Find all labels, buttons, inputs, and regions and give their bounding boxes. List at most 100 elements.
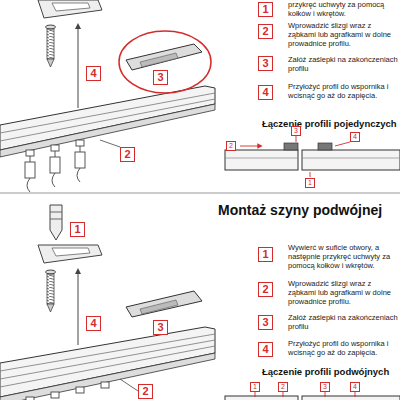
glider-hook (26, 382, 109, 400)
glider-hook (101, 382, 109, 388)
screw (47, 274, 54, 304)
glider-hook (30, 156, 31, 162)
end-cap (140, 53, 178, 67)
callout-number: 3 (291, 126, 301, 136)
end-cap (126, 44, 202, 70)
highlight-circle (119, 31, 211, 93)
callout-number: 4 (258, 85, 273, 100)
callout-number: 1 (258, 2, 273, 17)
glider-hook (76, 140, 84, 146)
step-text: Wprowadzić ślizgi wraz z ząbkami lub agr… (288, 21, 398, 48)
wall-plug (50, 212, 62, 213)
screw (47, 29, 54, 59)
screw (46, 25, 56, 29)
wall-plug (50, 205, 62, 240)
joint-double (225, 396, 298, 400)
joint-single (310, 172, 311, 177)
glider-hook (27, 178, 30, 192)
joint-single (225, 158, 298, 159)
step-text: Załóż zaślepki na zakończeniach profilu (288, 55, 398, 73)
joint-single (302, 158, 400, 159)
joint-double (325, 392, 326, 397)
joint-double (255, 392, 256, 397)
leader-line (120, 379, 138, 391)
joint-single (335, 142, 350, 146)
joint-single (318, 143, 332, 150)
callout-number: 1 (258, 247, 273, 262)
joint-single (240, 146, 260, 147)
single-rail (0, 99, 215, 141)
glider-hook (26, 397, 34, 400)
callout-number: 1 (305, 178, 315, 188)
bracket (38, 0, 102, 18)
joint-double (302, 396, 400, 400)
end-cap (126, 44, 202, 70)
step-text: Przyłożyć profil do wspornika i wcisnąć … (288, 339, 398, 357)
bracket (52, 248, 90, 256)
joint-double (283, 392, 284, 397)
glider-hook (25, 162, 35, 178)
section-heading: Łączenie profili podwójnych (262, 366, 389, 377)
mount-arrow (78, 26, 79, 108)
glider-hook (75, 152, 85, 168)
step-text: Załóż zaślepki na zakończeniach profilu (288, 313, 398, 331)
leader-line (100, 140, 120, 147)
callout-number: 4 (258, 342, 273, 357)
glider-hook (26, 150, 34, 156)
end-cap (126, 291, 202, 317)
callout-number: 2 (258, 282, 273, 297)
single-rail (0, 86, 215, 150)
separator (0, 193, 400, 194)
wall-plug (50, 219, 62, 220)
end-cap (126, 291, 202, 317)
step-text: Wywierć w suficie otwory, a następnie pr… (288, 243, 398, 270)
screw (46, 25, 56, 67)
joint-double (225, 392, 400, 400)
joint-single (302, 150, 400, 170)
callout-number: 4 (86, 316, 101, 331)
single-rail (0, 86, 215, 157)
callout-number: 3 (153, 320, 168, 335)
callout-number: 4 (350, 132, 360, 142)
bracket (38, 0, 102, 18)
bracket (38, 245, 102, 263)
bracket (38, 245, 102, 263)
single-rail (0, 104, 215, 157)
illustration (0, 245, 215, 400)
step-text: Wprowadzić ślizgi wraz z ząbkami lub agr… (288, 279, 398, 306)
glider-hook (50, 157, 60, 173)
joint-double (355, 392, 356, 397)
callout-number: 3 (153, 70, 168, 85)
callout-number: 3 (258, 315, 273, 330)
bracket (52, 3, 90, 11)
joint-single (284, 143, 298, 150)
screw (47, 59, 54, 67)
callout-number: 3 (320, 382, 330, 392)
callout-number: 2 (138, 384, 153, 399)
mount-arrow (78, 271, 79, 345)
callout-number: 2 (258, 24, 273, 39)
glider-hook (51, 145, 59, 151)
glider-hook (77, 168, 80, 182)
screw (47, 304, 54, 312)
callout-number: 2 (120, 147, 135, 162)
glider-hook (80, 146, 81, 152)
callout-number: 4 (86, 66, 101, 81)
joint-single (225, 150, 298, 170)
screw (46, 270, 56, 312)
callout-number: 2 (226, 141, 236, 151)
double-rail (0, 353, 215, 400)
wall-plug (50, 205, 62, 240)
glider-hook (52, 173, 55, 187)
step-text: Przyłożyć profil do wspornika i wcisnąć … (288, 82, 398, 100)
screw (46, 270, 56, 274)
callout-number: 2 (278, 382, 288, 392)
callout-number: 4 (350, 382, 360, 392)
callout-number: 3 (258, 56, 273, 71)
callout-number: 1 (250, 382, 260, 392)
glider-hook (55, 151, 56, 157)
glider-hook (76, 387, 84, 393)
end-cap (140, 300, 178, 314)
glider-hook (51, 392, 59, 398)
